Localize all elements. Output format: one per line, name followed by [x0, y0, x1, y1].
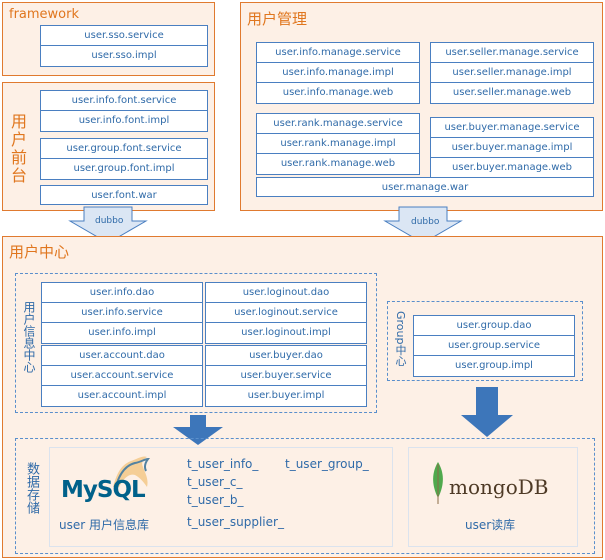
- data-flow-arrow-left: [173, 415, 223, 445]
- user-front-panel: 用户前台 user.info.font.service user.info.fo…: [2, 82, 215, 211]
- module-box: user.buyer.manage.impl: [431, 138, 593, 158]
- module-box: user.buyer.impl: [247, 390, 325, 401]
- manage-war-box: user.manage.war: [256, 177, 594, 197]
- user-front-title: 用户前台: [8, 113, 27, 185]
- module-box: user.rank.manage.service: [257, 114, 419, 134]
- module-box: user.buyer.service: [206, 366, 366, 386]
- module-box: user.info.impl: [88, 327, 156, 338]
- mongodb-logo-text: mongoDB: [449, 475, 549, 499]
- module-box: user.info.manage.service: [257, 43, 419, 63]
- module-box: user.account.dao: [42, 346, 202, 366]
- front-war-box: user.font.war: [40, 185, 208, 205]
- mongo-db-name: user读库: [465, 518, 516, 532]
- module-box: user.buyer.manage.web: [452, 162, 572, 173]
- info-center-label-text: 用户信息中心: [22, 301, 36, 373]
- module-box: user.rank.manage.web: [280, 158, 396, 169]
- manage-rank-box: user.rank.manage.service user.rank.manag…: [256, 113, 420, 175]
- module-box: user.account.impl: [77, 390, 167, 401]
- module-box: user.account.service: [42, 366, 202, 386]
- dubbo-arrow-left: [68, 206, 148, 244]
- front-group-box: user.group.font.service user.group.font.…: [40, 138, 208, 180]
- storage-area: [15, 438, 595, 554]
- module-box: user.seller.manage.impl: [431, 63, 593, 83]
- dubbo-label-left: dubbo: [95, 216, 124, 226]
- dubbo-label-right: dubbo: [411, 217, 440, 227]
- user-front-title-text: 用户前台: [8, 113, 27, 185]
- module-box: user.info.dao: [42, 283, 202, 303]
- module-box: user.loginout.impl: [241, 327, 331, 338]
- data-flow-arrow-right: [461, 387, 513, 437]
- center-info-box: user.info.dao user.info.service user.inf…: [41, 282, 203, 344]
- table-name: t_user_supplier_: [187, 515, 284, 529]
- module-box: user.buyer.dao: [206, 346, 366, 366]
- module-box: user.info.font.impl: [78, 115, 170, 126]
- mysql-logo: MySQL: [61, 477, 146, 503]
- center-group-box: user.group.dao user.group.service user.g…: [413, 315, 575, 377]
- framework-panel: framework user.sso.service user.sso.impl: [2, 2, 215, 76]
- center-account-box: user.account.dao user.account.service us…: [41, 345, 203, 407]
- module-box: user.group.font.service: [41, 139, 207, 159]
- manage-info-box: user.info.manage.service user.info.manag…: [256, 42, 420, 104]
- center-loginout-box: user.loginout.dao user.loginout.service …: [205, 282, 367, 344]
- storage-label: 数据存储: [23, 462, 39, 514]
- table-name: t_user_c_: [187, 475, 243, 489]
- module-box: user.buyer.manage.service: [431, 118, 593, 138]
- front-info-box: user.info.font.service user.info.font.im…: [40, 90, 208, 132]
- info-center-label: 用户信息中心: [21, 301, 37, 373]
- group-center-label-text: Group中心: [394, 311, 407, 367]
- mongo-area: [408, 447, 578, 547]
- module-box: user.rank.manage.impl: [257, 134, 419, 154]
- manage-buyer-box: user.buyer.manage.service user.buyer.man…: [430, 117, 594, 179]
- module-box: user.group.dao: [414, 316, 574, 336]
- module-box: user.sso.service: [41, 26, 207, 46]
- module-box: user.group.service: [414, 336, 574, 356]
- table-name: t_user_info_: [187, 457, 259, 471]
- module-box: user.seller.manage.service: [431, 43, 593, 63]
- user-center-title: 用户中心: [9, 243, 70, 261]
- user-manage-panel: 用户管理 user.info.manage.service user.info.…: [240, 2, 603, 211]
- user-manage-title: 用户管理: [247, 10, 308, 28]
- table-name: t_user_b_: [187, 493, 244, 507]
- mysql-db-name: user 用户信息库: [59, 518, 149, 532]
- manage-seller-box: user.seller.manage.service user.seller.m…: [430, 42, 594, 104]
- info-center-area: [15, 273, 377, 413]
- framework-box: user.sso.service user.sso.impl: [40, 25, 208, 67]
- mysql-area: [49, 447, 393, 547]
- mysql-logo-text: MySQL: [61, 477, 146, 503]
- module-box: user.group.font.impl: [73, 163, 175, 174]
- module-box: user.group.impl: [455, 360, 533, 371]
- center-buyer-box: user.buyer.dao user.buyer.service user.b…: [205, 345, 367, 407]
- mysql-dolphin-icon: [113, 456, 151, 487]
- mongodb-logo: mongoDB: [449, 475, 548, 499]
- table-name: t_user_group_: [285, 457, 369, 471]
- module-box: user.loginout.dao: [206, 283, 366, 303]
- module-box: user.loginout.service: [206, 303, 366, 323]
- module-box: user.info.manage.impl: [257, 63, 419, 83]
- dubbo-arrow-right: [383, 206, 463, 244]
- group-center-label: Group中心: [391, 311, 407, 367]
- module-box: user.sso.impl: [91, 50, 157, 61]
- module-box: user.seller.manage.web: [452, 87, 572, 98]
- storage-label-text: 数据存储: [24, 462, 39, 514]
- user-center-panel: 用户中心 用户信息中心 user.info.dao user.info.serv…: [2, 236, 603, 558]
- module-box: user.info.manage.web: [282, 87, 394, 98]
- framework-title: framework: [9, 7, 80, 22]
- module-box: user.info.font.service: [41, 91, 207, 111]
- mongodb-leaf-icon: [433, 462, 443, 504]
- group-center-area: [387, 301, 583, 381]
- module-box: user.info.service: [42, 303, 202, 323]
